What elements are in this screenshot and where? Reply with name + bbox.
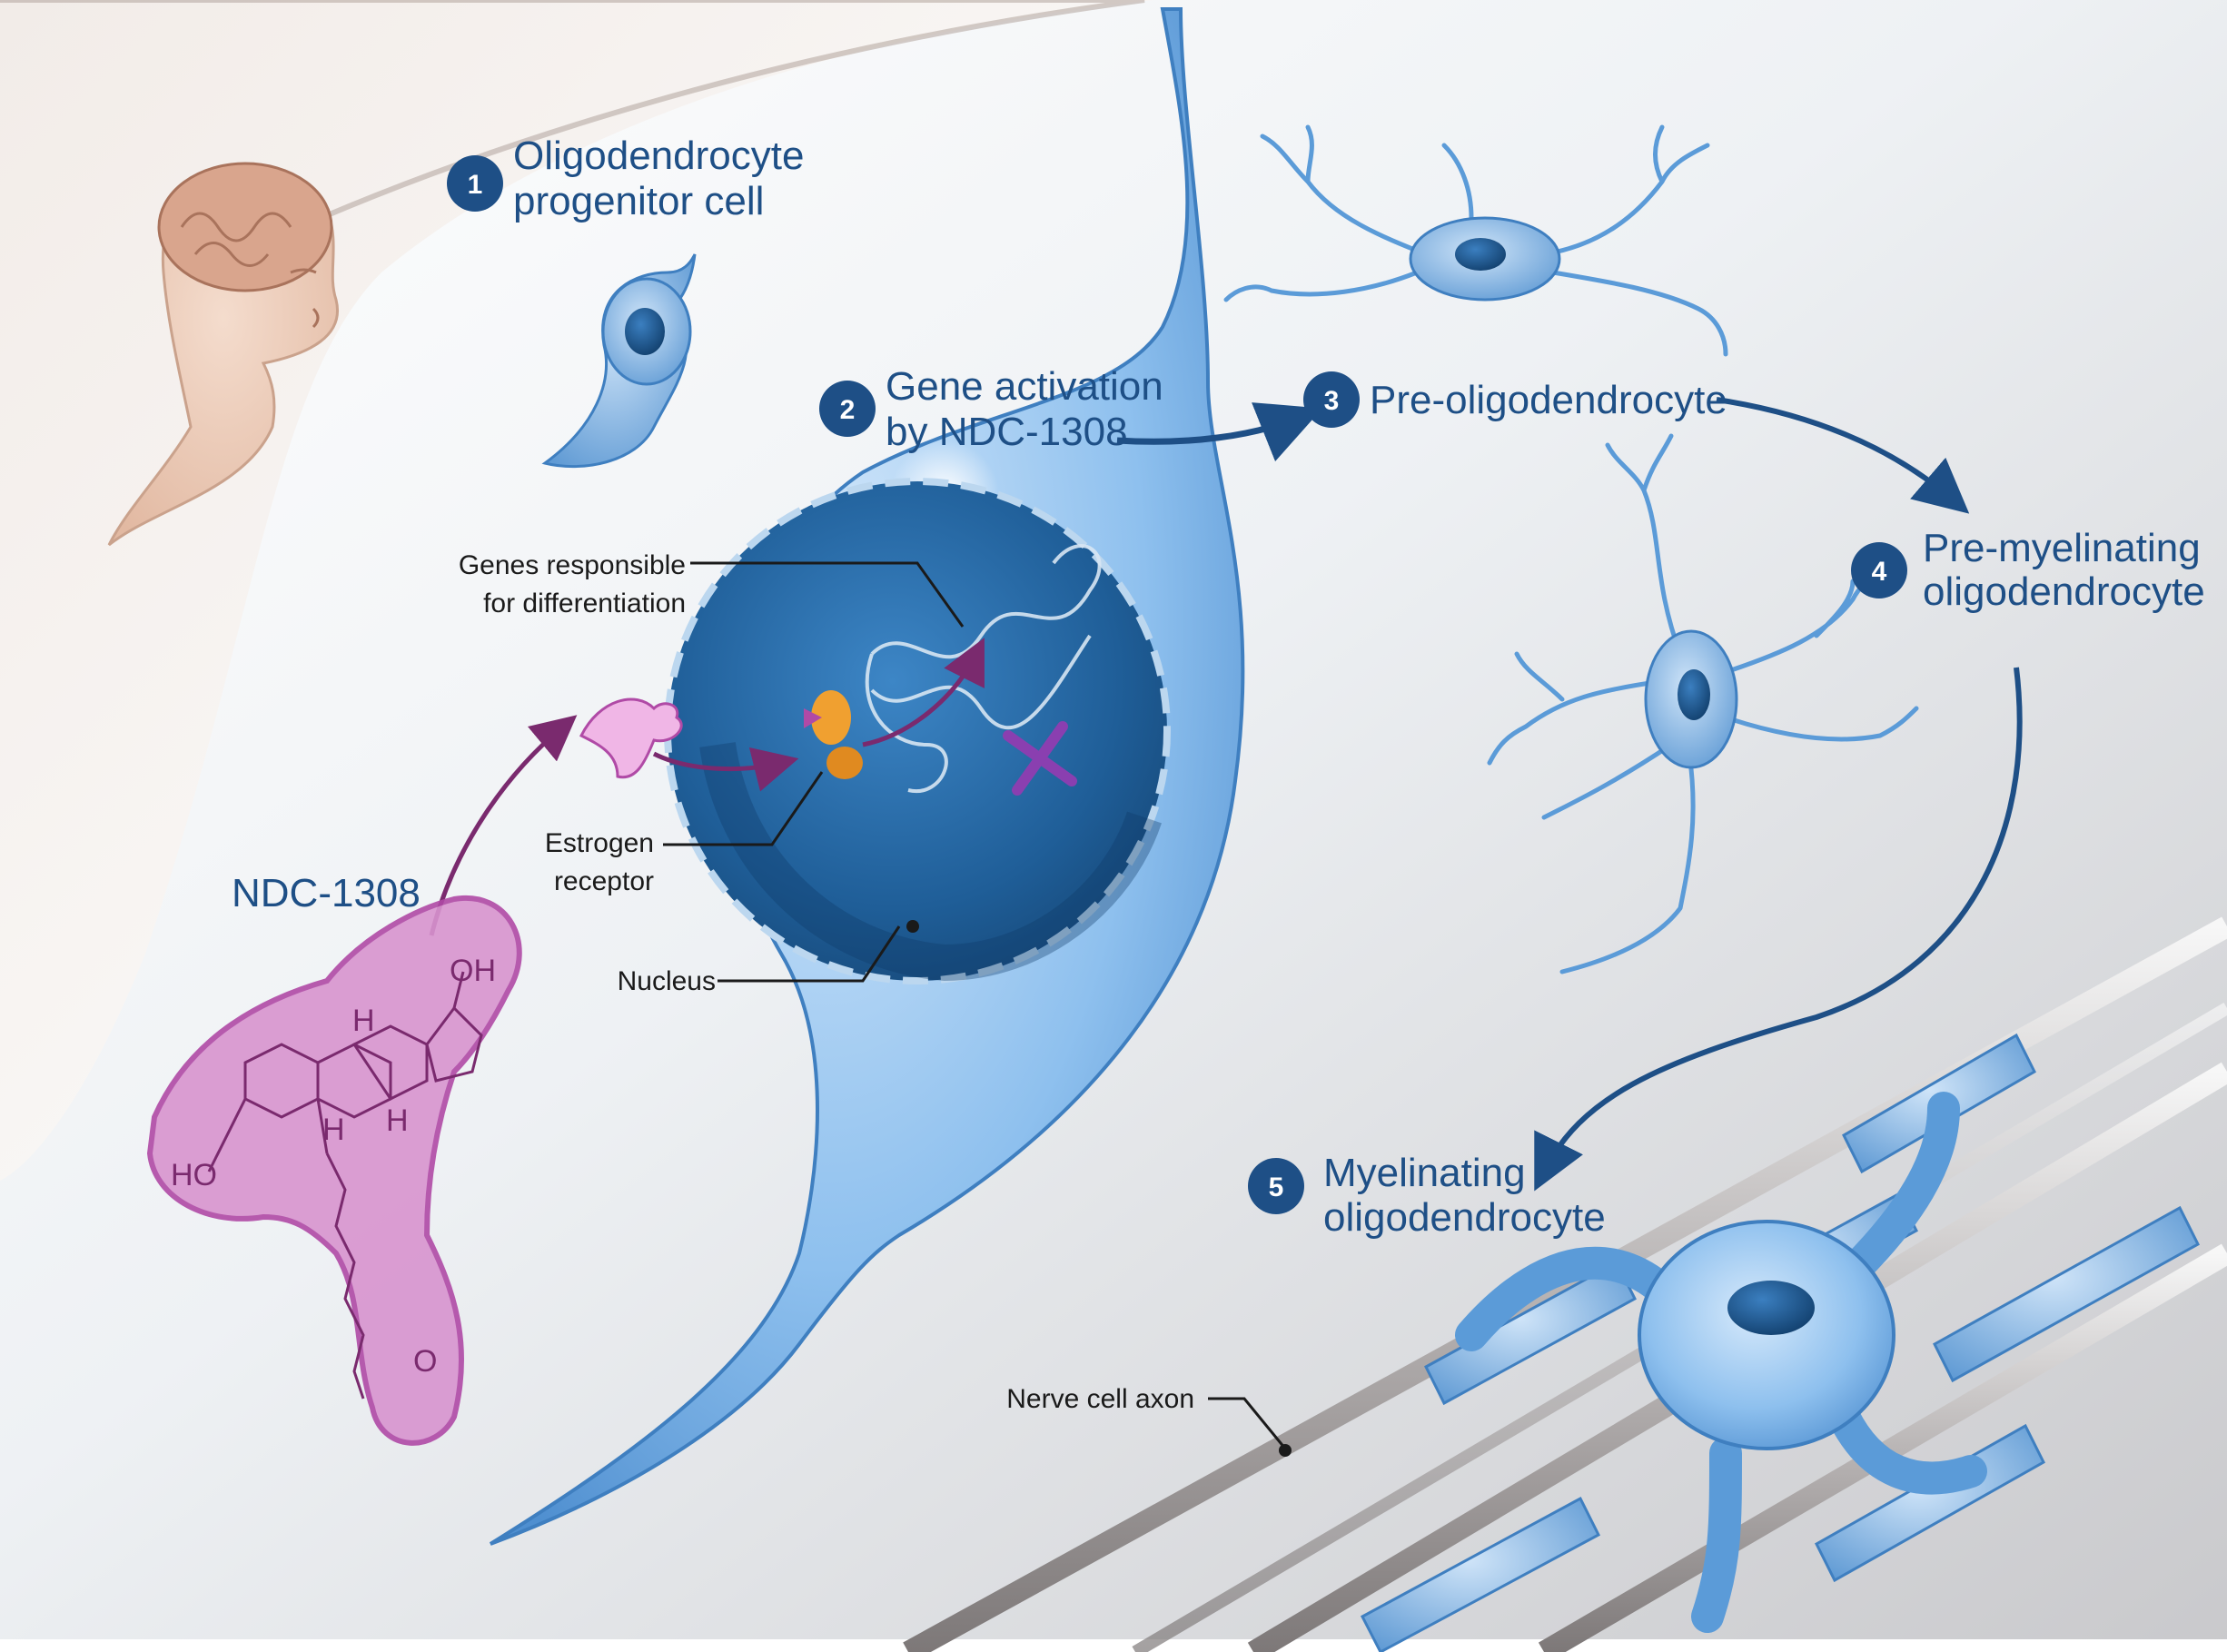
chem-h3: H bbox=[386, 1103, 409, 1138]
step-1-title-line1: Oligodendrocyte bbox=[513, 134, 804, 178]
step-5-title-line1: Myelinating bbox=[1323, 1151, 1526, 1195]
drug-name-label: NDC-1308 bbox=[232, 871, 421, 915]
step-1-title-line2: progenitor cell bbox=[513, 179, 764, 223]
step-2-title-line2: by NDC-1308 bbox=[886, 410, 1128, 454]
chem-h2: H bbox=[322, 1113, 345, 1147]
nucleus-label: Nucleus bbox=[618, 966, 716, 996]
pre-oligo-nucleus bbox=[1455, 238, 1506, 271]
step-5-title-line2: oligodendrocyte bbox=[1323, 1195, 1606, 1240]
step-2-number: 2 bbox=[840, 395, 856, 425]
step-3-number: 3 bbox=[1324, 386, 1340, 416]
receptor-label-line2: receptor bbox=[554, 866, 654, 896]
step-5-number: 5 bbox=[1269, 1172, 1284, 1202]
nucleus-dot bbox=[906, 920, 919, 933]
step-4-title-line1: Pre-myelinating bbox=[1923, 526, 2201, 570]
genes-label-line1: Genes responsible bbox=[459, 550, 686, 580]
step-4-number: 4 bbox=[1872, 557, 1887, 587]
chem-ho: HO bbox=[171, 1158, 217, 1192]
axon-dot bbox=[1279, 1444, 1292, 1457]
chem-h1: H bbox=[352, 1004, 375, 1038]
step-4-title-line2: oligodendrocyte bbox=[1923, 569, 2205, 614]
chem-oh: OH bbox=[450, 954, 496, 988]
pre-myelin-nucleus bbox=[1678, 669, 1710, 720]
axon-label: Nerve cell axon bbox=[1006, 1384, 1194, 1414]
step-3-title: Pre-oligodendrocyte bbox=[1370, 378, 1727, 422]
chem-o: O bbox=[413, 1344, 437, 1379]
step-1-number: 1 bbox=[468, 170, 483, 200]
step-2-title-line1: Gene activation bbox=[886, 364, 1163, 409]
receptor-label-line1: Estrogen bbox=[545, 828, 654, 858]
genes-label-line2: for differentiation bbox=[483, 589, 686, 618]
brain-icon bbox=[159, 163, 332, 291]
bottom-margin bbox=[0, 1639, 2227, 1652]
